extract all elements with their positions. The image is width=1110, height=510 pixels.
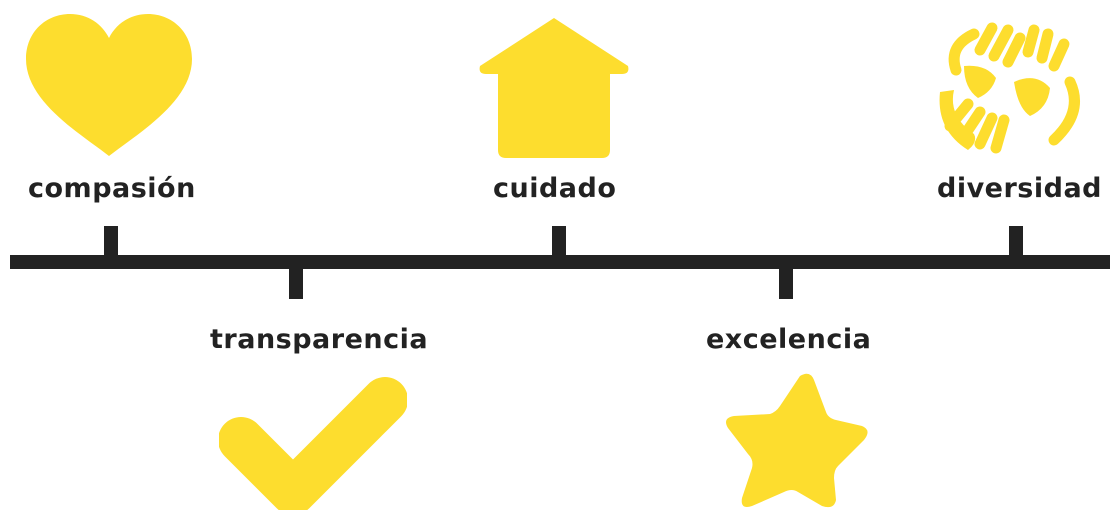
house-icon (478, 18, 630, 158)
timeline-tick-diversidad (1009, 226, 1023, 256)
timeline-label-transparencia: transparencia (210, 324, 429, 355)
heart-icon (26, 14, 192, 156)
timeline-label-compasion: compasión (28, 173, 196, 204)
star-icon (722, 370, 870, 510)
timeline-tick-compasion (104, 226, 118, 256)
timeline-label-diversidad: diversidad (937, 173, 1103, 204)
timeline-tick-excelencia (779, 269, 793, 299)
timeline-label-excelencia: excelencia (706, 324, 872, 355)
checkmark-icon (219, 370, 407, 510)
timeline-label-cuidado: cuidado (493, 173, 617, 204)
hands-icon (934, 12, 1084, 162)
timeline-tick-cuidado (552, 226, 566, 256)
timeline-tick-transparencia (289, 269, 303, 299)
timeline-line (10, 255, 1110, 269)
